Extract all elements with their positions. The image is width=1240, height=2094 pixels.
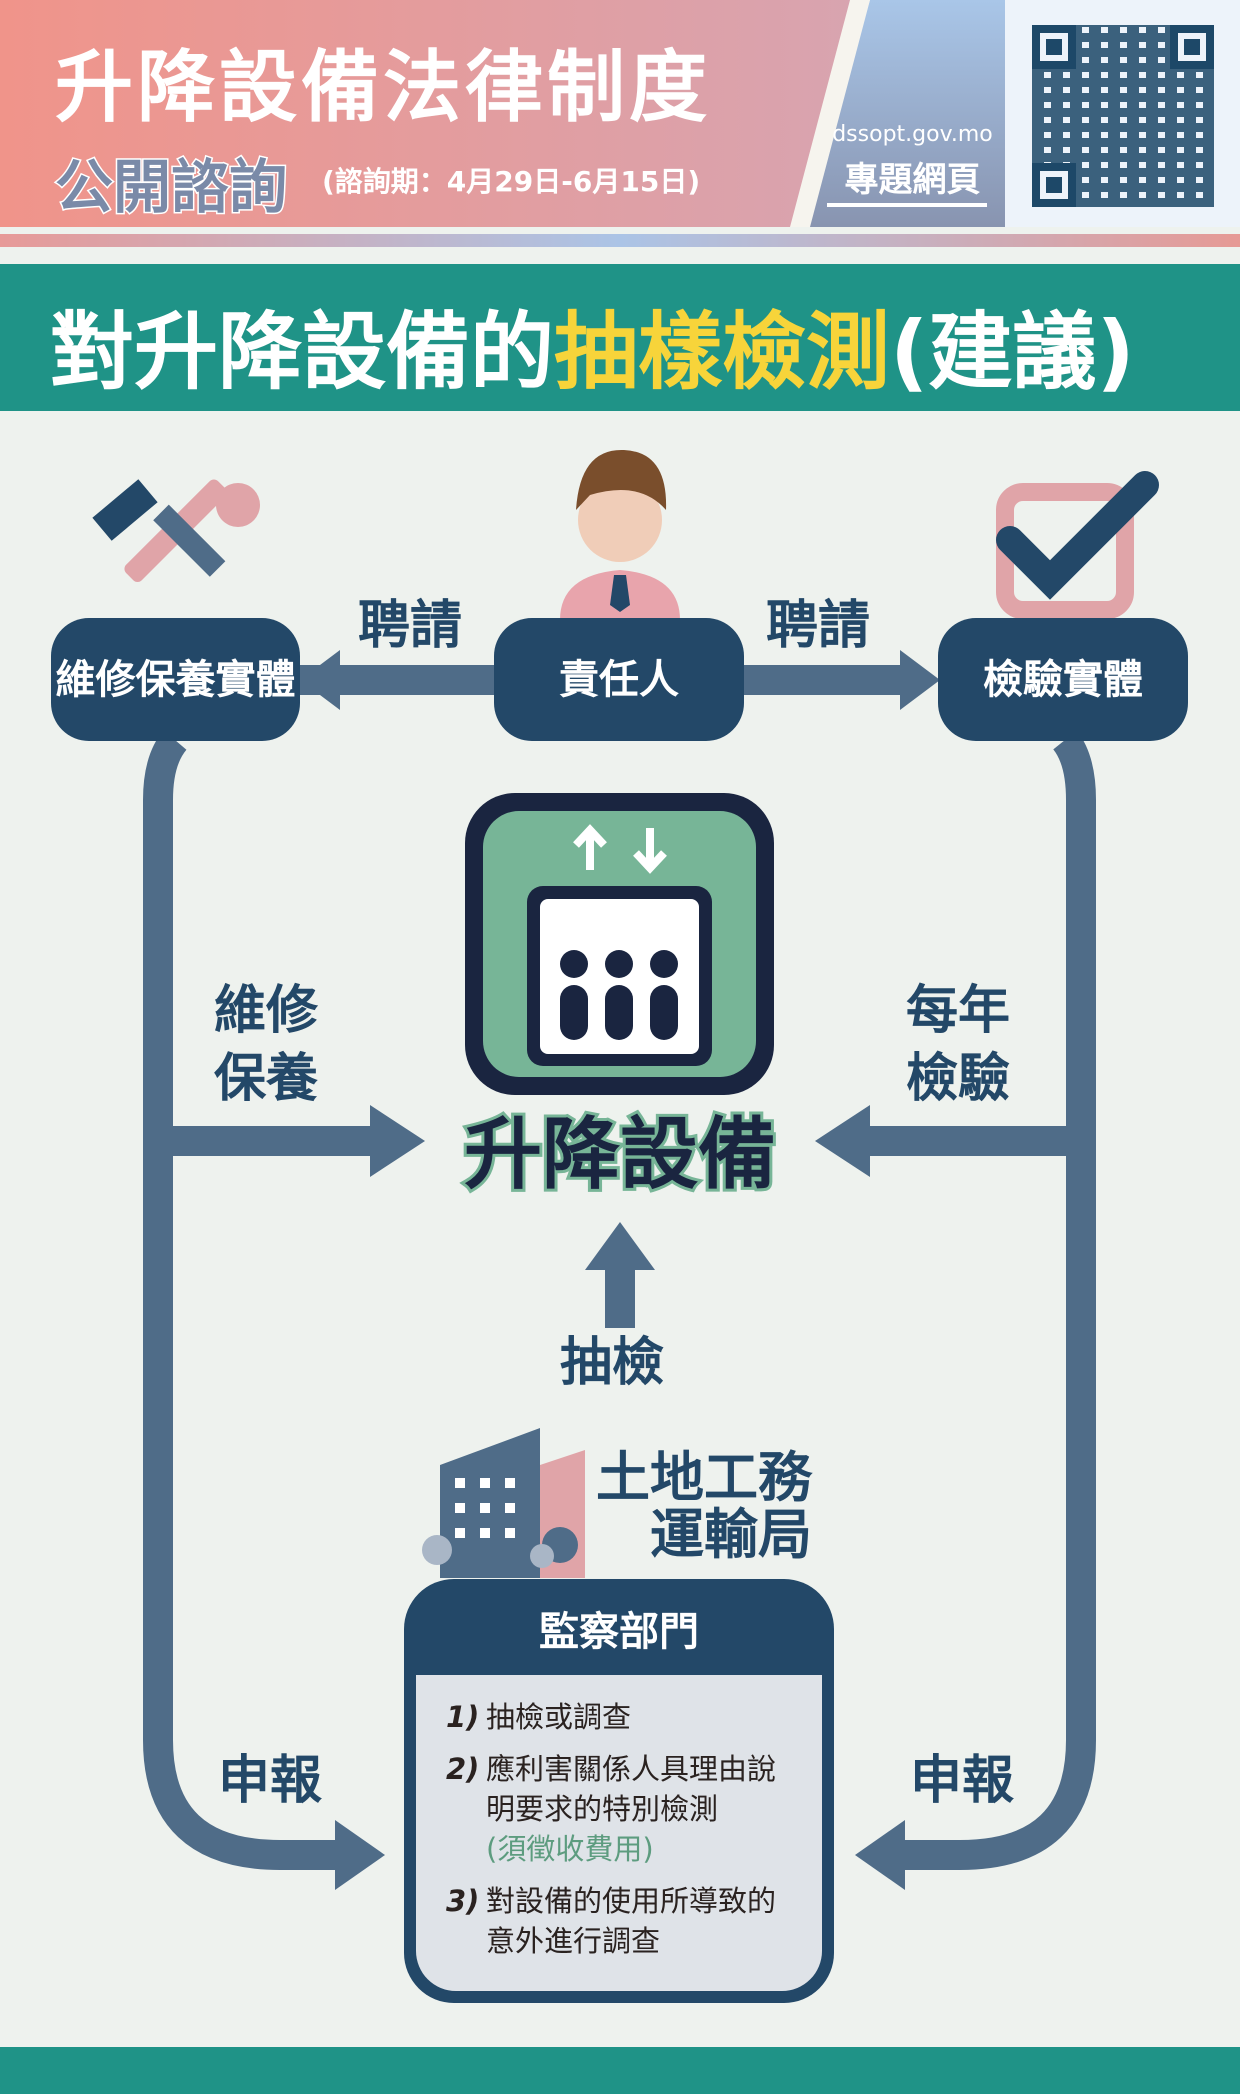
header-banner — [0, 0, 860, 227]
sampling-label: 抽檢 — [560, 1333, 665, 1393]
building-icon — [422, 1428, 585, 1578]
tools-icon — [92, 479, 260, 582]
item-text: 抽檢或調查 — [486, 1700, 632, 1734]
decorative-stripe — [0, 234, 1240, 247]
list-item: 1)抽檢或調查 — [446, 1697, 792, 1737]
footer-band — [0, 2047, 1240, 2094]
title-prefix: 對升降設備的 — [50, 303, 555, 401]
consultation-period: (諮詢期：4月29日-6月15日) — [322, 165, 701, 198]
elevator-icon — [465, 793, 774, 1095]
supervision-title: 監察部門 — [539, 1609, 699, 1655]
person-icon — [560, 449, 680, 620]
supervision-list: 1)抽檢或調查 2)應利害關係人具理由說明要求的特別檢測 (須徵收費用) 3)對設… — [416, 1675, 822, 1991]
title-suffix: (建議) — [890, 303, 1135, 401]
annual-inspection-label: 每年檢驗 — [906, 981, 1011, 1109]
report-right-label: 申報 — [910, 1751, 1015, 1811]
topic-page-link[interactable]: 專題網頁 — [844, 160, 981, 200]
arrow-right-icon — [335, 1820, 385, 1890]
arrow-left-icon — [855, 1820, 905, 1890]
fee-note: (須徵收費用) — [486, 1832, 654, 1867]
section-title: 對升降設備的抽樣檢測(建議) — [50, 285, 1135, 406]
arrow-right-icon — [900, 650, 940, 710]
item-text: 應利害關係人具理由說明要求的特別檢測 — [486, 1752, 777, 1827]
maintain-label: 維修保養 — [214, 981, 319, 1109]
qr-finder-icon — [1170, 25, 1214, 69]
consultation-label: 公開諮詢 — [53, 152, 288, 223]
item-text: 對設備的使用所導致的意外進行調查 — [486, 1884, 777, 1959]
qr-finder-icon — [1032, 25, 1076, 69]
website-url[interactable]: dssopt.gov.mo — [832, 122, 993, 147]
maintenance-entity-node: 維修保養實體 — [51, 618, 300, 741]
qr-finder-icon — [1032, 163, 1076, 207]
arrow-left-icon — [300, 650, 340, 710]
lift-equipment-label: 升降設備 — [461, 1107, 779, 1203]
main-title: 升降設備法律制度 — [55, 43, 712, 133]
arrow-left-icon — [815, 1105, 870, 1177]
checkbox-icon — [996, 471, 1159, 619]
item-number: 1) — [446, 1700, 480, 1734]
item-number: 3) — [446, 1884, 480, 1919]
arrow-right-icon — [370, 1105, 425, 1177]
left-flow-line — [143, 730, 340, 1870]
hire-right-label: 聘請 — [766, 596, 871, 656]
arrow-up-icon — [585, 1222, 655, 1270]
report-left-label: 申報 — [218, 1751, 323, 1811]
right-flow-line — [900, 730, 1096, 1870]
list-item: 3)對設備的使用所導致的意外進行調查 — [446, 1881, 792, 1961]
item-number: 2) — [446, 1752, 480, 1787]
supervision-box: 監察部門 1)抽檢或調查 2)應利害關係人具理由說明要求的特別檢測 (須徵收費用)… — [404, 1579, 834, 2003]
inspection-entity-node: 檢驗實體 — [938, 618, 1188, 741]
list-item: 2)應利害關係人具理由說明要求的特別檢測 (須徵收費用) — [446, 1749, 792, 1869]
underline — [827, 203, 987, 207]
hire-left-label: 聘請 — [358, 596, 463, 656]
responsible-person-node: 責任人 — [494, 618, 744, 741]
title-highlight: 抽樣檢測 — [554, 303, 891, 401]
section-banner — [0, 264, 1240, 411]
agency-name: 土地工務運輸局 — [596, 1446, 812, 1566]
